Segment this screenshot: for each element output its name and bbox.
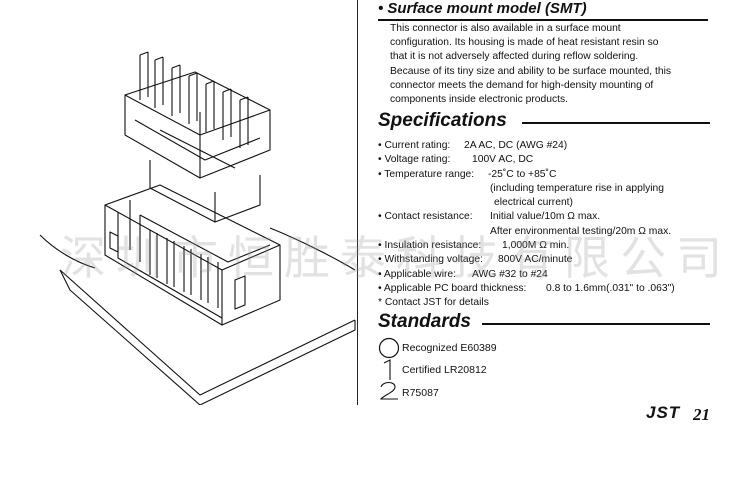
spec-value: After environmental testing/20m Ω max. bbox=[490, 225, 672, 237]
spec-label: • Contact resistance: bbox=[378, 211, 473, 223]
smt-heading: • Surface mount model (SMT) bbox=[378, 0, 587, 17]
spec-value: 2A AC, DC (AWG #24) bbox=[464, 140, 568, 151]
spec-value: (including temperature rise in applying bbox=[490, 182, 664, 194]
spec-value: electrical current) bbox=[494, 197, 573, 209]
smt-description: This connector is also available in a su… bbox=[390, 22, 715, 107]
spec-value: 100V AC, DC bbox=[472, 154, 534, 166]
smt-line: that it is not adversely affected during… bbox=[390, 51, 639, 63]
spec-label: • Applicable PC board thickness: bbox=[378, 282, 527, 294]
connector-illustration bbox=[39, 51, 356, 405]
tuv-mark-icon bbox=[379, 381, 398, 400]
page-number: 21 bbox=[693, 405, 710, 424]
standards-rule bbox=[482, 323, 710, 325]
spec-value: 0.8 to 1.6mm(.031" to .063") bbox=[546, 282, 675, 294]
spec-value: -25˚C to +85˚C bbox=[488, 168, 557, 180]
spec-label: • Temperature range: bbox=[378, 168, 475, 180]
smt-line: configuration. Its housing is made of he… bbox=[390, 37, 659, 49]
spec-label: • Voltage rating: bbox=[378, 154, 451, 166]
smt-line: Because of its tiny size and ability to … bbox=[390, 65, 672, 77]
spec-value: Initial value/10m Ω max. bbox=[490, 211, 601, 223]
spec-value: AWG #32 to #24 bbox=[472, 268, 548, 280]
specifications-rule bbox=[522, 122, 710, 124]
jst-logo: JST bbox=[646, 403, 681, 422]
smt-line: This connector is also available in a su… bbox=[390, 23, 621, 34]
smt-line: connector meets the demand for high-dens… bbox=[390, 79, 654, 91]
spec-value: 1,000M Ω min. bbox=[502, 240, 570, 252]
spec-label: • Current rating: bbox=[378, 140, 451, 151]
ul-mark-icon bbox=[378, 337, 400, 359]
standard-text: Recognized E60389 bbox=[402, 342, 497, 354]
smt-heading-rule bbox=[378, 19, 708, 21]
spec-label: • Withstanding voltage: bbox=[378, 254, 483, 266]
standard-text: Certified LR20812 bbox=[402, 364, 487, 376]
standards-title: Standards bbox=[378, 311, 471, 332]
spec-label: • Applicable wire: bbox=[378, 268, 457, 280]
spec-label: • Insulation resistance: bbox=[378, 240, 482, 252]
smt-line: components inside electronic products. bbox=[390, 94, 569, 106]
column-divider bbox=[357, 0, 358, 405]
csa-mark-icon bbox=[383, 359, 391, 380]
spec-note: * Contact JST for details bbox=[378, 297, 489, 309]
spec-value: 800V AC/minute bbox=[498, 254, 573, 266]
specifications-title: Specifications bbox=[378, 110, 507, 131]
standard-text: R75087 bbox=[402, 387, 439, 399]
